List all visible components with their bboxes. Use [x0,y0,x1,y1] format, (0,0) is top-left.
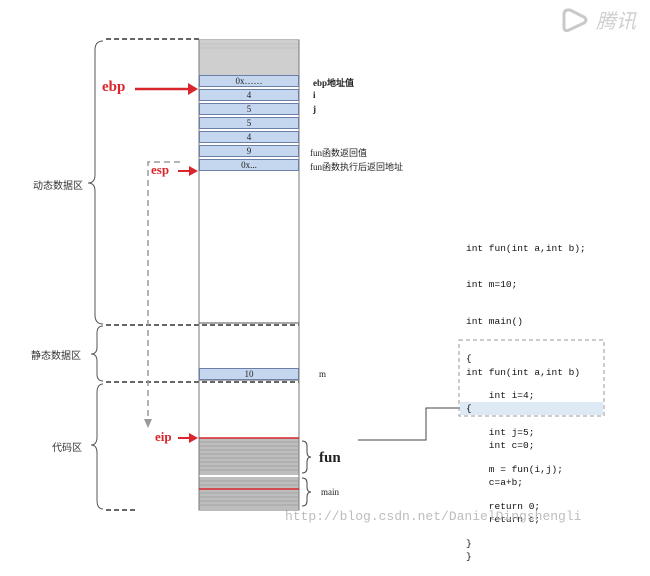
code-zone-bracket [90,383,104,510]
static-zone-label: 静态数据区 [31,351,81,362]
code-zone-label: 代码区 [52,443,82,454]
dynamic-zone-label: 动态数据区 [33,181,83,192]
esp-register-label: esp [151,162,170,177]
fun-brace [301,440,312,474]
code-line: int main() [466,316,524,328]
main-label: main [321,487,339,497]
memory-layout-diagram [87,38,605,511]
main-brace [301,477,312,507]
top-hatched-band [199,40,299,75]
label-i: i [313,90,316,100]
code-line: return c; [466,514,541,526]
stack-cell-return-address: 0x... [199,159,299,171]
ebp-register-label: ebp [102,79,126,95]
static-zone-bracket [90,325,104,382]
code-line: m = fun(i,j); [466,463,563,475]
code-line: int c=0; [466,440,535,452]
dynamic-zone-bracket [87,40,104,325]
code-line: int m=10; [466,279,518,291]
eip-register-label: eip [155,429,172,444]
code-line: c=a+b; [466,477,524,489]
stack-cell-i: 4 [199,89,299,101]
code-line: } [466,551,472,563]
tencent-video-logo: 腾讯 [562,8,637,33]
esp-to-eip-dashed-path [147,161,180,420]
stack-cell-param-b: 5 [199,117,299,129]
label-fun-return-value: fun函数返回值 [310,148,367,158]
code-line: { [466,353,472,365]
stack-cell-j: 5 [199,103,299,115]
blog-url-watermark: http://blog.csdn.net/DanielDingshengli [285,509,582,524]
main-code-listing: int fun(int a,int b); int m=10; int main… [466,218,586,562]
label-ebp-address: ebp地址值 [313,78,355,88]
label-j: j [313,104,316,114]
code-line: int fun(int a,int b); [466,242,586,254]
code-line: { [466,403,472,415]
fun-label: fun [319,450,341,466]
code-line: int fun(int a,int b) [466,366,581,378]
fun-code-block [199,438,299,475]
code-line: int i=4; [466,390,535,402]
fun-code-dashed-box [458,339,605,417]
code-line: int j=5; [466,427,535,439]
label-fun-return-address: fun函数执行后返回地址 [310,162,403,172]
static-cell-m: 10 [199,368,299,380]
tencent-logo-text: 腾讯 [596,9,637,33]
code-line: return 0; [466,500,541,512]
fun-connector-line [358,407,460,441]
label-m: m [319,369,327,379]
stack-cell-param-a: 4 [199,131,299,143]
stack-cell-return-value: 9 [199,145,299,157]
stack-cell-ebp-value: 0x…… [199,75,299,87]
fun-code-closing-highlight [460,402,603,415]
fun-code-listing: int fun(int a,int b) { int c=0; c=a+b; r… [466,342,580,576]
